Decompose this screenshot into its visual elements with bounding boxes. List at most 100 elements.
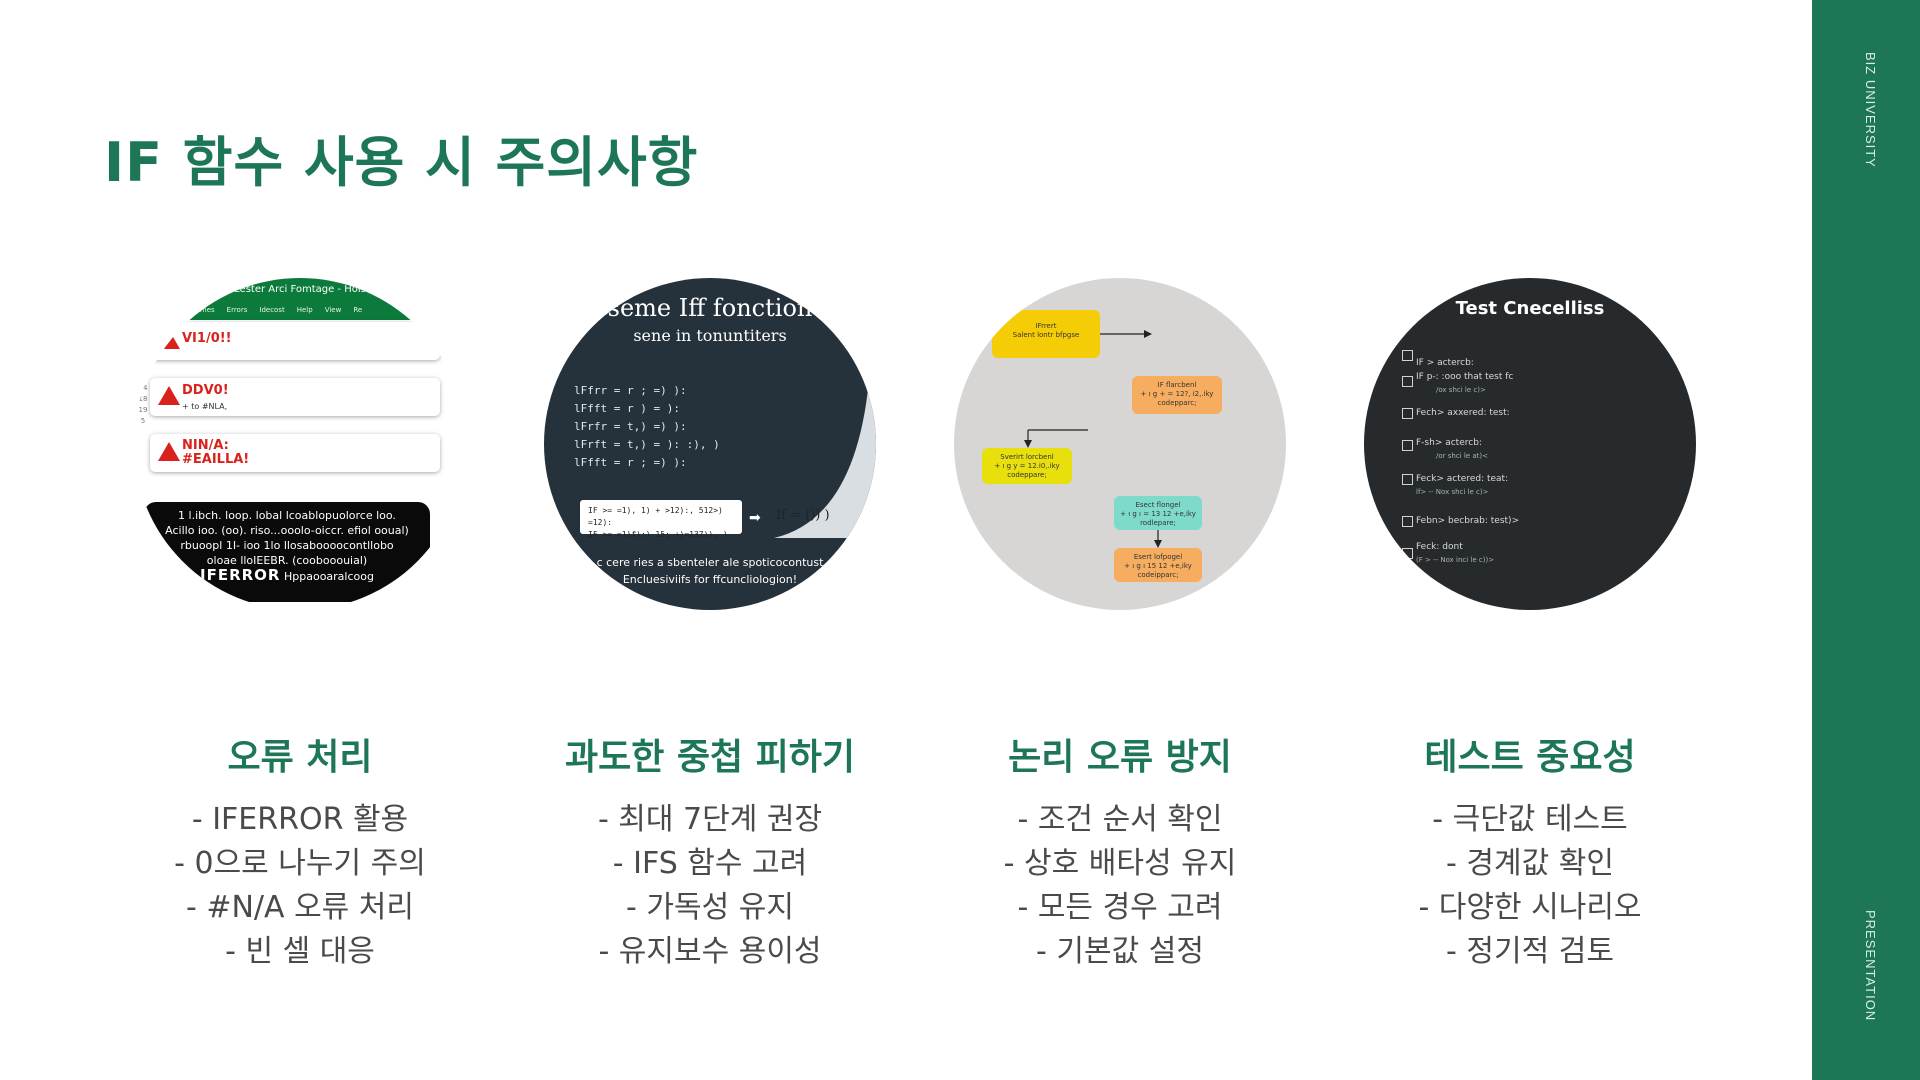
checklist-item: Febn> becbrab: test)>: [1416, 516, 1520, 526]
bullet-item: - 가독성 유지: [626, 890, 794, 925]
row-number: 18: [138, 340, 148, 348]
menu-item: Re: [353, 306, 363, 314]
card-error-handling: Lester Arci Fomtage - Hols ants Semes Er…: [90, 278, 510, 969]
checklist-image: Test Cnecelliss IF > actercb: IF p-: :oo…: [1364, 278, 1696, 610]
spreadsheet-menu: ants Semes Errors Idecost Help View Re: [164, 306, 464, 314]
spreadsheet-title: Lester Arci Fomtage - Hols: [234, 284, 366, 295]
checkbox-icon: [1402, 440, 1413, 451]
row-number: 1: [140, 329, 146, 337]
menu-item: Idecost: [259, 306, 285, 314]
image-subheading: sene in tonuntiters: [633, 326, 787, 345]
warning-icon: [158, 442, 180, 461]
arrow-right-icon: ➡: [749, 510, 761, 526]
code-line: lFfft = r ; =) ):: [574, 456, 687, 469]
checklist-item: F-sh> actercb:: [1416, 438, 1482, 448]
bullet-item: - 유지보수 용이성: [598, 934, 822, 969]
flow-node: Sverirt lorcbenl + ı g y = 12.i0,.iky co…: [982, 448, 1072, 484]
checklist-item: IF p-: :ooo that test fc: [1416, 372, 1514, 382]
bullet-item: - #N/A 오류 처리: [185, 890, 415, 925]
checkbox-icon: [1402, 474, 1413, 485]
flow-node: IFrrert Salent lontr bfpgse: [992, 310, 1100, 358]
code-line: lFfft = r ) = ):: [574, 402, 680, 415]
checkbox-icon: [1402, 350, 1413, 361]
checkbox-icon: [1402, 548, 1413, 559]
row-number: 16: [138, 362, 148, 370]
row-number: 16: [138, 351, 148, 359]
checklist-title: Test Cnecelliss: [1455, 298, 1605, 319]
code-line: lFrfr = t,) =) ):: [574, 420, 687, 433]
row-number: 5: [140, 417, 146, 425]
bullet-item: - 극단값 테스트: [1432, 802, 1628, 837]
checklist-subitem: lf> -- Nox shci le c)>: [1416, 488, 1489, 496]
iferror-label: IFERROR: [200, 566, 281, 584]
right-sidebar: [1812, 0, 1920, 1080]
bullet-item: - 기본값 설정: [1036, 934, 1204, 969]
card-heading: 오류 처리: [227, 737, 373, 778]
banner-line: oloae lloIEEBR. (coobooouial): [206, 554, 368, 567]
card-bullets: - IFERROR 활용 - 0으로 나누기 주의 - #N/A 오류 처리 -…: [90, 798, 510, 974]
page-title: IF 함수 사용 시 주의사항: [104, 131, 699, 194]
card-bullets: - 극단값 테스트 - 경계값 확인 - 다양한 시나리오 - 정기적 검토: [1320, 798, 1740, 974]
image-caption: c cere ries a sbenteler ale spoticocontu…: [596, 556, 824, 569]
error-box: VI1/0!!: [150, 322, 440, 360]
error-title: VI1/0!!: [182, 331, 232, 346]
bullet-item: - 모든 경우 고려: [1017, 890, 1223, 925]
flowchart-image: IFrrert Salent lontr bfpgse IF flarcbenl…: [954, 278, 1286, 610]
checklist-subitem: /ox shci le c)>: [1436, 386, 1486, 394]
checklist-item: IF > actercb:: [1416, 358, 1474, 368]
flow-node: Esect flongel + ı g ı = 13 12 +e,iky rod…: [1114, 496, 1202, 530]
checklist-subitem: /or shci le at)<: [1436, 452, 1488, 460]
code-line: lFrft = t,) = ): :), ): [574, 438, 720, 451]
bullet-item: - 상호 배타성 유지: [1003, 846, 1237, 881]
card-heading: 논리 오류 방지: [1008, 737, 1232, 778]
growth-curve-icon: [774, 368, 876, 538]
card-bullets: - 최대 7단계 권장 - IFS 함수 고려 - 가독성 유지 - 유지보수 …: [500, 798, 920, 974]
menu-item: View: [324, 306, 342, 314]
row-number: 18: [138, 395, 148, 403]
checklist-item: Fech> axxered: test:: [1416, 408, 1510, 418]
menu-item: Semes: [191, 306, 215, 314]
error-title: DDV0!: [182, 383, 229, 398]
error-title: NIN/A: #EAILLA!: [182, 438, 250, 467]
brand-label: BIZ UNIVERSITY: [1863, 52, 1878, 168]
flowchart-arrows: [1024, 330, 1162, 548]
banner-line: Acillo ioo. (oo). riso...ooolo-oiccr. ef…: [165, 524, 409, 537]
checkbox-icon: [1402, 376, 1413, 387]
bullet-item: - 다양한 시나리오: [1418, 890, 1642, 925]
banner-line: rbuoopl 1I- ioo 1lo llosaboooocontllobo: [180, 539, 394, 552]
row-number: 14: [138, 384, 148, 392]
bullet-item: - 최대 7단계 권장: [597, 802, 823, 837]
card-avoid-nesting: seme Iff fonction sene in tonuntiters lF…: [500, 278, 920, 969]
row-number: 19: [138, 406, 148, 414]
checkbox-icon: [1402, 408, 1413, 419]
error-box: DDV0! + to #NLA,: [150, 378, 440, 416]
error-screenshot-image: Lester Arci Fomtage - Hols ants Semes Er…: [134, 278, 466, 610]
menu-item: Errors: [226, 306, 248, 314]
row-numbers: 1 18 16 16 15 14 18 19 5: [134, 328, 152, 427]
flow-node: Esert lofpogel + ı g ı 15 12 +e,iky code…: [1114, 548, 1202, 582]
bullet-item: - 경계값 확인: [1446, 846, 1614, 881]
image-heading: seme Iff fonction: [607, 294, 813, 322]
row-number: 15: [138, 373, 148, 381]
checkbox-icon: [1402, 516, 1413, 527]
error-box: NIN/A: #EAILLA!: [150, 434, 440, 472]
checklist-subitem: (F > -- Nox inci le c))>: [1416, 556, 1495, 564]
bullet-item: - 빈 셀 대응: [225, 934, 375, 969]
nested-if-image: seme Iff fonction sene in tonuntiters lF…: [544, 278, 876, 610]
bullet-item: - IFERROR 활용: [191, 802, 409, 837]
card-logic-errors: IFrrert Salent lontr bfpgse IF flarcbenl…: [910, 278, 1330, 969]
bullet-item: - 0으로 나누기 주의: [174, 846, 426, 881]
checklist-item: Feck> actered: teat:: [1416, 474, 1509, 484]
menu-item: ants: [164, 306, 180, 314]
checklist-item: Feck: dont: [1416, 542, 1463, 552]
formula-box: IF >= =1), 1) + >12):, 512>) =12): IF >=…: [580, 500, 742, 539]
card-heading: 과도한 중첩 피하기: [564, 737, 856, 778]
card-bullets: - 조건 순서 확인 - 상호 배타성 유지 - 모든 경우 고려 - 기본값 …: [910, 798, 1330, 974]
banner-tail: Hppaooaralcoog: [283, 570, 374, 583]
menu-item: Help: [296, 306, 313, 314]
warning-icon: [158, 386, 180, 405]
bullet-item: - 조건 순서 확인: [1017, 802, 1223, 837]
formula-line: IF >= =1)f):) 15; +)=137)), ): [588, 530, 728, 539]
spreadsheet-header-band: [134, 278, 466, 320]
